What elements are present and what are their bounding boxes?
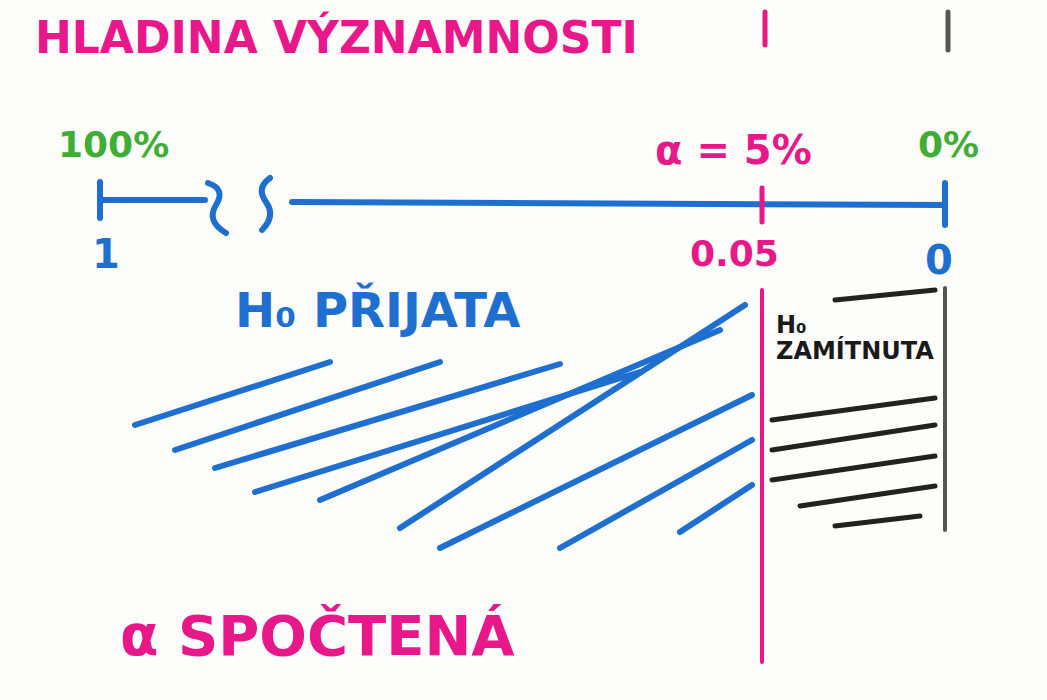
boundary-line (943, 288, 947, 530)
tick-mark (763, 12, 768, 45)
scale-value: 0 (925, 238, 953, 282)
break-mark (208, 183, 226, 233)
percent-label: 100% (58, 125, 169, 165)
break-mark (262, 178, 270, 230)
boundary-line (760, 290, 764, 662)
tick-mark (760, 188, 765, 222)
scale-value: 0.05 (690, 234, 779, 274)
tick-mark (97, 182, 103, 218)
tick-mark (942, 183, 948, 225)
diagram-title: HLADINA VÝZNAMNOSTI (35, 14, 638, 62)
scale-line (100, 197, 205, 203)
diagram-caption: α SPOČTENÁ (120, 605, 515, 667)
alpha-label: α = 5% (655, 128, 812, 172)
percent-label: 0% (918, 125, 979, 165)
region-label: H₀ PŘIJATA (235, 284, 520, 337)
accept-hatching (135, 305, 752, 548)
tick-mark (946, 12, 951, 50)
scale-value: 1 (92, 232, 120, 276)
scale-line (292, 202, 945, 205)
region-label: H₀ ZAMÍTNUTA (776, 312, 938, 365)
